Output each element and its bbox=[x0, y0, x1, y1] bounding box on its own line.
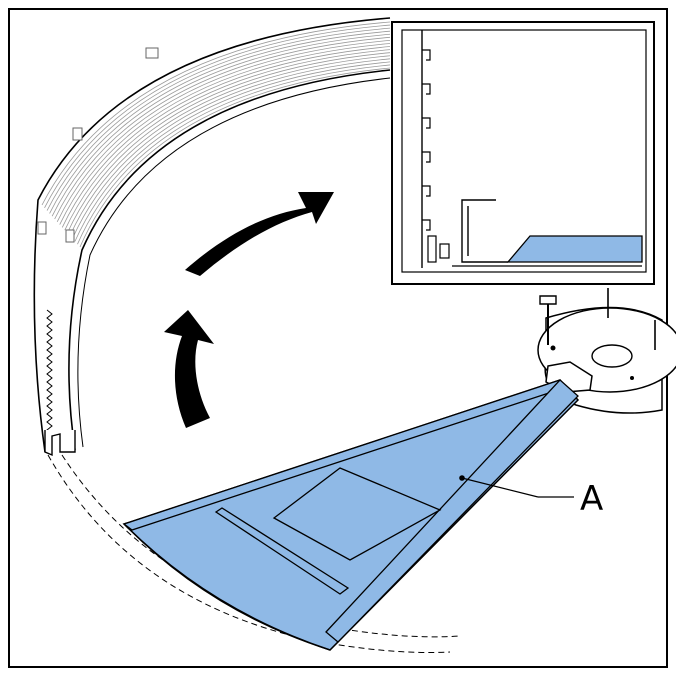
curved-wall bbox=[33, 17, 391, 457]
inset-panel bbox=[506, 235, 643, 263]
wall-outer-edge bbox=[33, 17, 391, 453]
wall-clip bbox=[72, 127, 83, 141]
wall-clip bbox=[65, 229, 75, 243]
inset-serration bbox=[422, 49, 431, 231]
callout-a: A bbox=[459, 475, 603, 519]
panel-stiffener bbox=[214, 507, 350, 595]
inset-inner-frame bbox=[401, 29, 647, 273]
wall-foot bbox=[44, 430, 76, 457]
panel-label-plate bbox=[272, 467, 442, 561]
wall-inner-edge bbox=[68, 69, 391, 451]
hub-dot bbox=[630, 376, 634, 380]
wall-clip bbox=[145, 47, 159, 59]
wall-clip bbox=[37, 221, 47, 235]
curved-arrow-icon bbox=[164, 310, 214, 428]
dashed-guide-outer bbox=[47, 454, 451, 653]
callout-letter: A bbox=[580, 479, 603, 519]
hub-hole bbox=[591, 344, 633, 368]
wall-ribs bbox=[41, 21, 391, 248]
wedge-panel bbox=[122, 379, 580, 651]
curved-arrow-icon bbox=[185, 192, 334, 276]
panel-edge-lip bbox=[123, 523, 339, 651]
detail-inset bbox=[391, 21, 655, 285]
inset-clip bbox=[427, 235, 437, 263]
wall-inner-rim bbox=[77, 77, 391, 448]
inset-bracket bbox=[461, 199, 508, 263]
callout-dot bbox=[459, 475, 465, 481]
callout-leader bbox=[461, 477, 539, 498]
hub-dot bbox=[550, 345, 556, 351]
center-hub bbox=[537, 288, 676, 414]
inset-clip bbox=[439, 243, 450, 259]
bolt-head bbox=[539, 295, 557, 305]
wall-serration bbox=[46, 309, 53, 443]
